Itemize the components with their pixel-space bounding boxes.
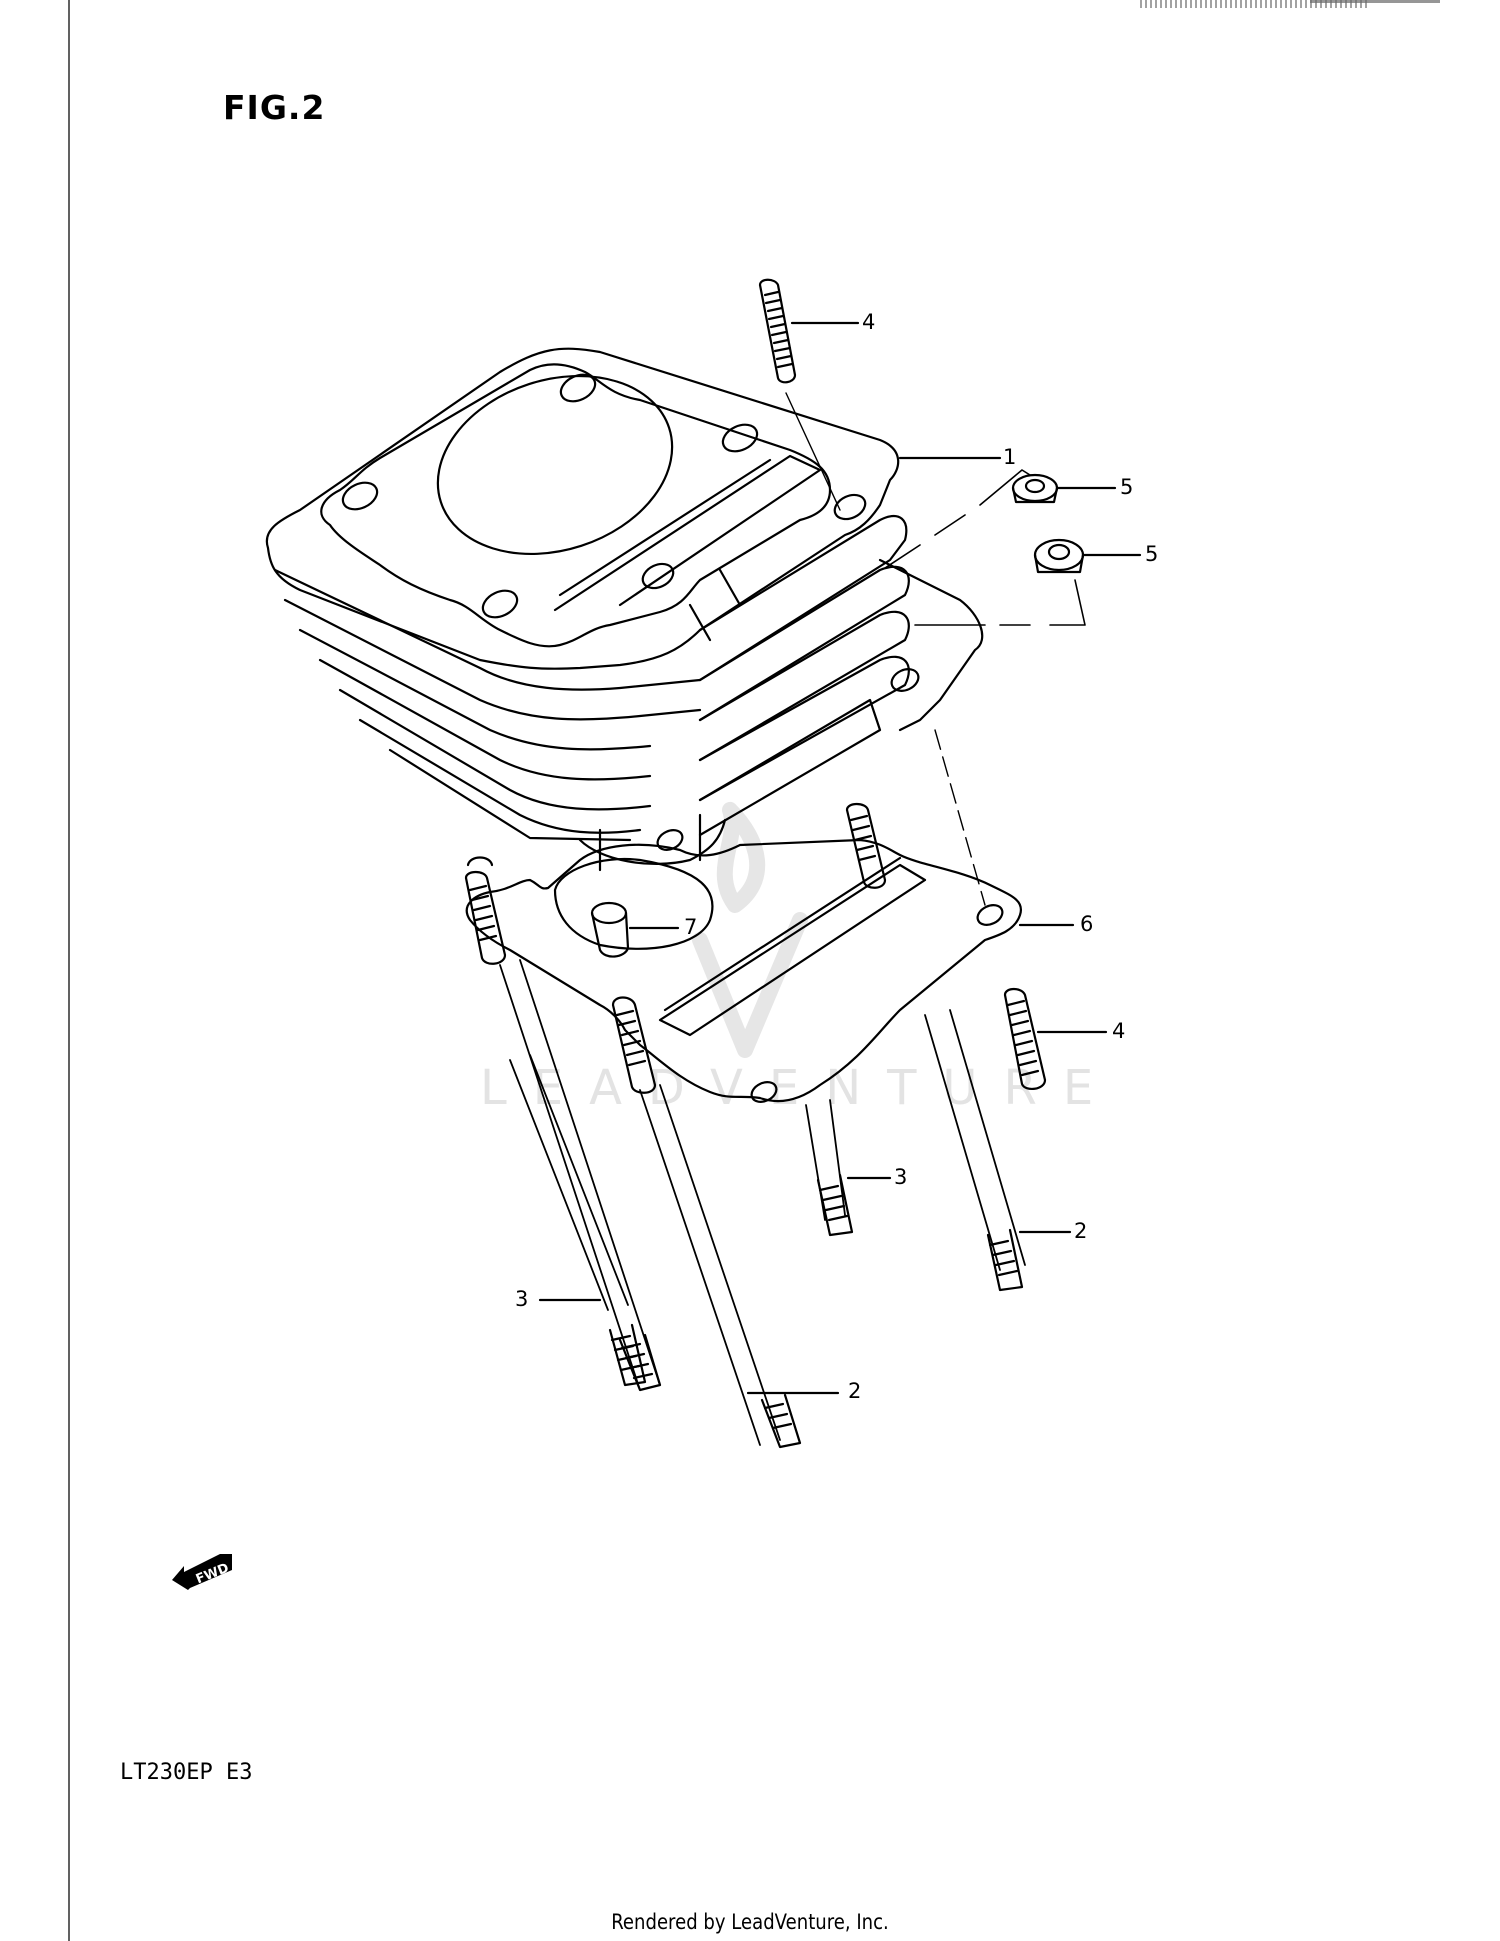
callout-5-upper[interactable]: 5 <box>1120 475 1134 499</box>
scan-binding-edge <box>68 0 70 1941</box>
callout-2-front[interactable]: 2 <box>848 1379 862 1403</box>
callout-1[interactable]: 1 <box>1003 445 1017 469</box>
stud-part-4-lower[interactable] <box>1003 987 1047 1090</box>
callout-6[interactable]: 6 <box>1080 912 1094 936</box>
stud-front-center[interactable] <box>611 996 802 1449</box>
scan-artifact <box>1310 0 1440 3</box>
dash-line <box>884 469 1031 569</box>
scan-artifact <box>1140 0 1370 8</box>
callout-5-lower[interactable]: 5 <box>1145 542 1159 566</box>
dash-line <box>914 579 1086 626</box>
cylinder-part-1[interactable] <box>265 347 984 872</box>
nut-part-5-upper[interactable] <box>1011 473 1059 504</box>
model-code: LT230EP E3 <box>120 1760 253 1785</box>
stud-left-long[interactable] <box>466 856 655 1401</box>
gasket-part-6[interactable] <box>465 838 1023 1106</box>
footer-credit: Rendered by LeadVenture, Inc. <box>611 1910 889 1934</box>
stud-rear-center[interactable] <box>805 802 887 1237</box>
callout-3-right[interactable]: 3 <box>894 1165 908 1189</box>
callout-4-upper[interactable]: 4 <box>862 310 876 334</box>
callout-7[interactable]: 7 <box>684 915 698 939</box>
figure-title: FIG.2 <box>223 88 326 127</box>
dash-line <box>934 729 986 906</box>
stud-rear-right[interactable] <box>924 1009 1026 1292</box>
stud-part-4-upper[interactable] <box>758 278 841 511</box>
callout-3-left[interactable]: 3 <box>515 1287 529 1311</box>
watermark-text: LEADVENTURE <box>480 1060 1120 1116</box>
watermark-logo-icon <box>692 802 808 1058</box>
callout-4-lower[interactable]: 4 <box>1112 1019 1126 1043</box>
callout-2-right[interactable]: 2 <box>1074 1219 1088 1243</box>
stud-front-left[interactable] <box>464 870 662 1392</box>
dowel-pin-part-7[interactable] <box>590 901 630 958</box>
fwd-arrow-icon: FWD <box>172 1554 232 1590</box>
nut-part-5-lower[interactable] <box>1033 538 1085 574</box>
